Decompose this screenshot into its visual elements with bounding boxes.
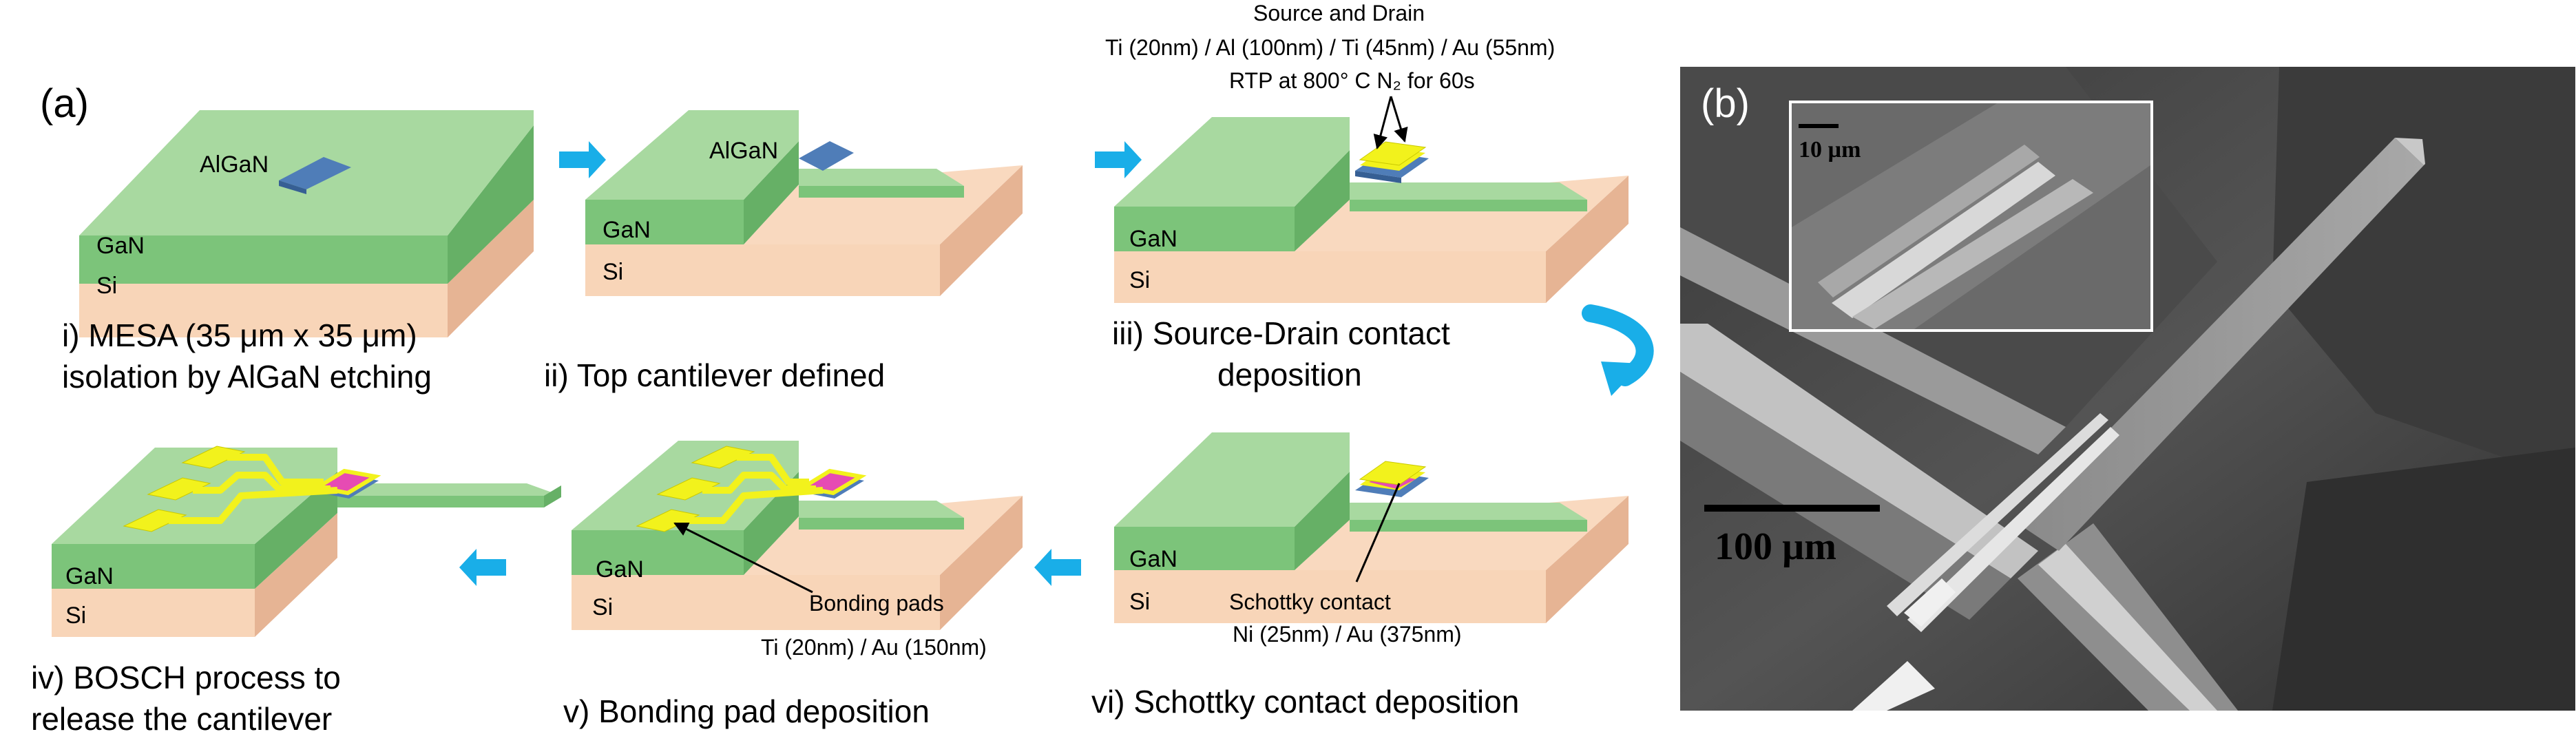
- source-drain-title: Source and Drain: [1253, 1, 1425, 25]
- step-5-caption: v) Bonding pad deposition: [563, 693, 930, 729]
- gan-label: GaN: [65, 563, 114, 589]
- si-label: Si: [1129, 589, 1150, 615]
- step-5-diagram: GaN Si: [572, 441, 1023, 630]
- step-6-caption: vi) Schottky contact deposition: [1091, 684, 1519, 720]
- step-1-diagram: AlGaN GaN Si: [79, 110, 534, 337]
- gan-label: GaN: [96, 233, 145, 259]
- step-4-diagram: GaN Si: [52, 446, 561, 637]
- step-4-caption-line2: release the cantilever: [31, 701, 332, 737]
- step-1-caption-line1: i) MESA (35 μm x 35 μm): [62, 317, 417, 353]
- source-drain-stack: Ti (20nm) / Al (100nm) / Ti (45nm) / Au …: [1105, 35, 1555, 60]
- bonding-pads-title: Bonding pads: [809, 591, 944, 616]
- gan-label: GaN: [1129, 226, 1177, 252]
- curved-arrow-icon: [1582, 304, 1654, 396]
- si-label: Si: [1129, 267, 1150, 293]
- si-substrate-front: [79, 284, 448, 337]
- arrow-left-icon: [459, 549, 506, 586]
- algan-label: AlGaN: [200, 151, 269, 178]
- schottky-title: Schottky contact: [1229, 589, 1391, 614]
- si-label: Si: [603, 259, 623, 285]
- scale-bar-main-label: 100 µm: [1715, 525, 1836, 568]
- gan-label: GaN: [603, 217, 651, 243]
- step-4-caption-line1: iv) BOSCH process to: [31, 660, 341, 695]
- gan-label: GaN: [596, 556, 644, 583]
- step-1-caption-line2: isolation by AlGaN etching: [62, 359, 432, 395]
- scale-bar-main: [1704, 505, 1880, 512]
- gan-label: GaN: [1129, 546, 1177, 572]
- panel-b-label: (b): [1701, 81, 1750, 126]
- step-6-diagram: GaN Si: [1114, 432, 1629, 623]
- arrow-left-icon: [1034, 549, 1081, 586]
- step-2-diagram: AlGaN GaN Si: [585, 110, 1023, 296]
- scale-bar-inset-label: 10 µm: [1799, 137, 1861, 163]
- si-substrate-side: [448, 200, 534, 337]
- step-3-caption-line2: deposition: [1217, 357, 1362, 392]
- sem-micrograph: 100 µm 10 µm (b): [1680, 67, 2575, 711]
- algan-mesa: [279, 157, 351, 189]
- step-2-caption: ii) Top cantilever defined: [544, 357, 885, 393]
- schottky-stack: Ni (25nm) / Au (375nm): [1233, 622, 1462, 647]
- step-3-caption-line1: iii) Source-Drain contact: [1112, 315, 1450, 351]
- si-label: Si: [96, 273, 117, 299]
- rtp-condition: RTP at 800° C N₂ for 60s: [1229, 68, 1475, 93]
- gan-layer-side: [448, 125, 534, 284]
- arrow-right-icon: [1095, 141, 1142, 178]
- si-label: Si: [65, 603, 86, 629]
- sem-inset: 10 µm: [1789, 101, 2153, 332]
- bonding-pads-stack: Ti (20nm) / Au (150nm): [761, 635, 987, 660]
- algan-label: AlGaN: [709, 138, 778, 164]
- si-label: Si: [592, 594, 613, 620]
- panel-a-label: (a): [40, 81, 89, 126]
- step-3-diagram: GaN Si: [1114, 96, 1629, 303]
- scale-bar-inset: [1799, 124, 1839, 128]
- arrow-right-icon: [559, 141, 606, 178]
- gan-layer-front: [79, 235, 448, 284]
